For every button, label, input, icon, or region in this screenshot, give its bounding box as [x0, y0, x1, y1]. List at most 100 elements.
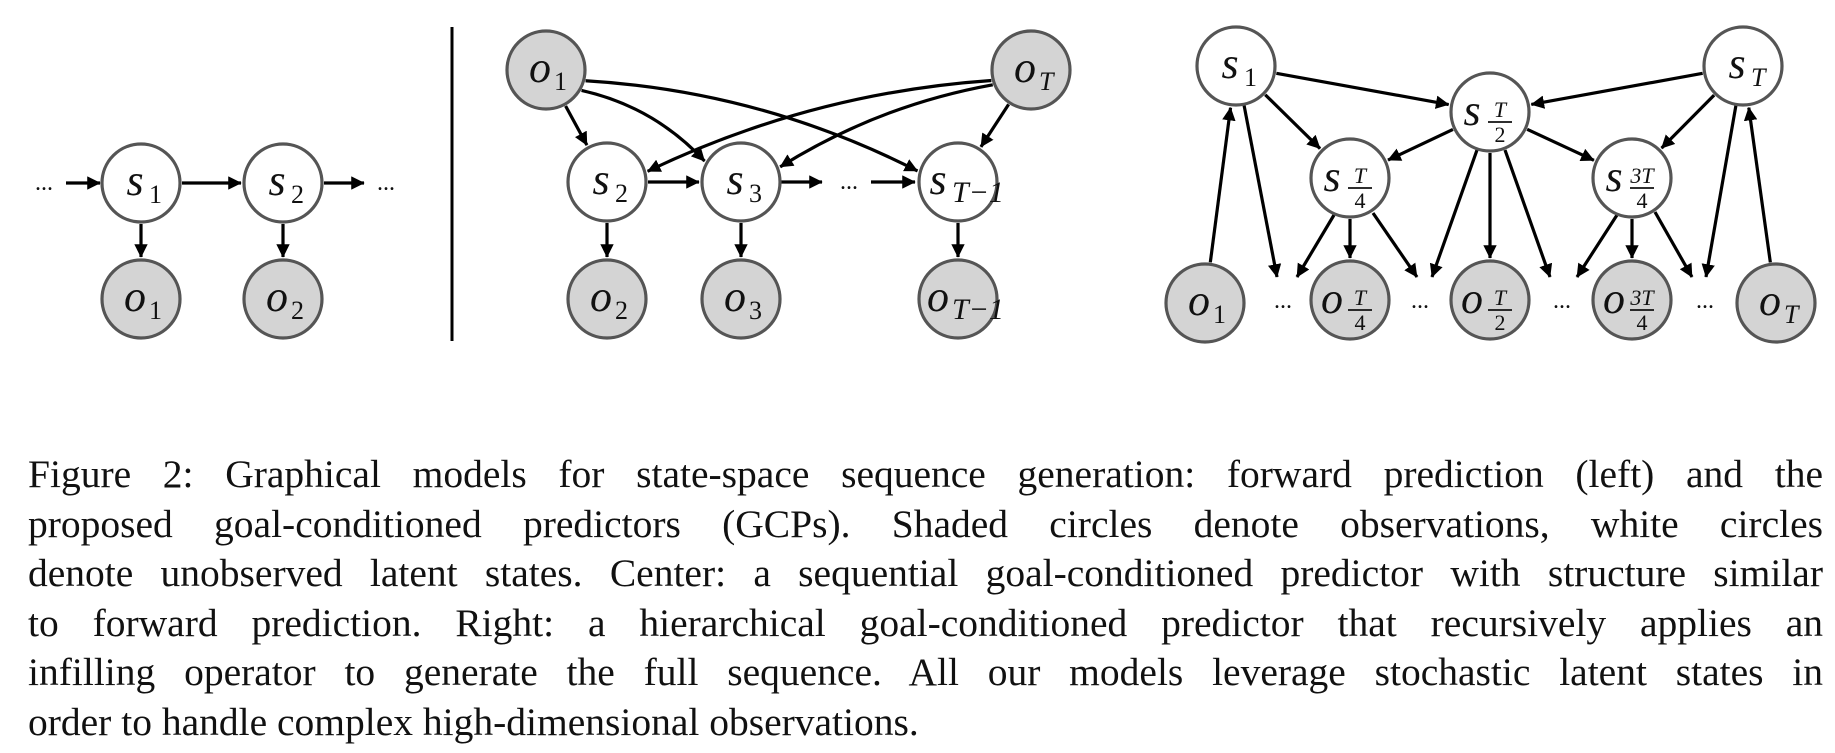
svg-text:T: T [1354, 285, 1368, 310]
caption-line: to forward prediction. Right: a hierarch… [28, 600, 1823, 645]
svg-text:T: T [1039, 67, 1055, 96]
svg-text:T−1: T−1 [952, 176, 1004, 209]
svg-text:3: 3 [749, 179, 762, 208]
caption-line: Figure 2: Graphical models for state-spa… [28, 452, 1823, 496]
edge [1264, 93, 1322, 150]
svg-text:T−1: T−1 [952, 293, 1004, 326]
svg-text:o: o [590, 272, 612, 321]
svg-text:2: 2 [1495, 122, 1506, 147]
edge [1242, 104, 1282, 278]
svg-text:s: s [1323, 152, 1340, 201]
svg-text:1: 1 [1213, 300, 1226, 329]
ellipsis: ... [35, 170, 53, 196]
edge [585, 79, 919, 173]
svg-text:o: o [1603, 274, 1625, 323]
edge [1575, 214, 1619, 278]
svg-text:s: s [1221, 39, 1238, 88]
svg-text:o: o [1461, 274, 1483, 323]
ellipsis-layer: ..................... [35, 169, 1714, 314]
ellipsis: ... [1411, 288, 1429, 314]
ellipsis: ... [1274, 288, 1292, 314]
svg-text:o: o [1759, 276, 1781, 325]
ellipsis: ... [1553, 288, 1571, 314]
svg-text:T: T [1494, 285, 1508, 310]
edge [1208, 106, 1236, 263]
svg-text:4: 4 [1355, 310, 1366, 335]
edge [646, 78, 992, 173]
svg-text:s: s [268, 156, 285, 205]
edge [1743, 106, 1772, 263]
caption-line: denote unobserved latent states. Center:… [28, 551, 1823, 595]
svg-text:2: 2 [291, 180, 304, 209]
svg-text:2: 2 [615, 179, 628, 208]
svg-text:s: s [929, 155, 946, 204]
caption-line: order to handle complex high-dimensional… [28, 699, 919, 744]
svg-text:o: o [529, 43, 551, 92]
svg-text:4: 4 [1355, 188, 1366, 213]
edge [564, 105, 589, 146]
svg-text:1: 1 [554, 67, 567, 96]
edge [1276, 71, 1450, 109]
svg-text:o: o [1188, 276, 1210, 325]
svg-text:o: o [124, 272, 146, 321]
svg-text:T: T [1751, 63, 1767, 92]
svg-text:o: o [1014, 43, 1036, 92]
svg-text:T: T [1784, 300, 1800, 329]
svg-text:o: o [724, 272, 746, 321]
svg-text:4: 4 [1637, 188, 1648, 213]
caption-line: infilling operator to generate the full … [28, 650, 1823, 694]
svg-text:1: 1 [149, 180, 162, 209]
edge [1526, 127, 1595, 162]
svg-text:o: o [927, 272, 949, 321]
edges-layer [66, 71, 1772, 278]
svg-text:2: 2 [615, 296, 628, 325]
svg-text:T: T [1494, 97, 1508, 122]
edge [1429, 149, 1479, 278]
svg-text:o: o [1321, 274, 1343, 323]
ellipsis: ... [377, 170, 395, 196]
ellipsis: ... [1696, 288, 1714, 314]
figure-caption: Figure 2: Graphical models for state-spa… [28, 450, 1823, 747]
svg-text:o: o [266, 272, 288, 321]
edge [1701, 104, 1738, 278]
edge [1660, 93, 1716, 150]
svg-text:1: 1 [149, 296, 162, 325]
edge [581, 88, 706, 163]
svg-text:s: s [1728, 39, 1745, 88]
ellipsis: ... [840, 169, 858, 195]
edge [779, 83, 994, 169]
svg-text:s: s [1463, 86, 1480, 135]
svg-text:s: s [1605, 152, 1622, 201]
edge [1530, 71, 1703, 109]
svg-text:4: 4 [1637, 310, 1648, 335]
edge [1387, 128, 1454, 162]
svg-text:3T: 3T [1629, 285, 1655, 310]
edge [1503, 149, 1553, 278]
svg-text:s: s [726, 155, 743, 204]
caption-line: proposed goal-conditioned predictors (GC… [28, 501, 1823, 546]
svg-text:3: 3 [749, 296, 762, 325]
svg-text:s: s [592, 155, 609, 204]
